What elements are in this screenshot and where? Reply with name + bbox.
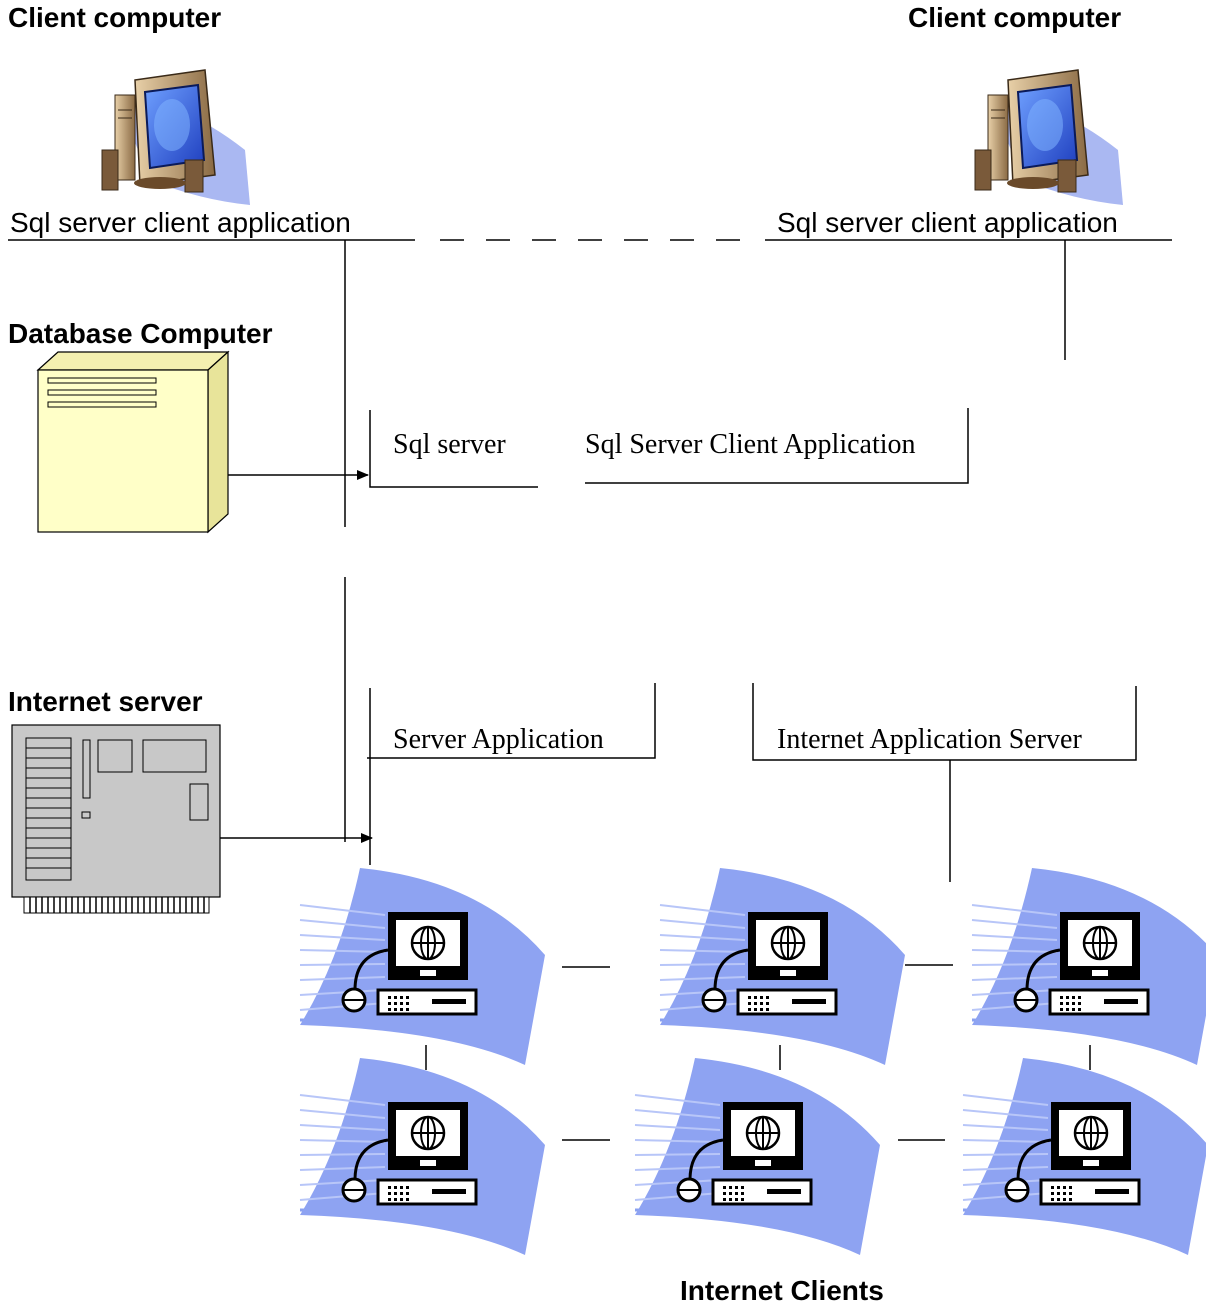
- sql-client-app-label-left: Sql server client application: [10, 207, 351, 238]
- sql-server-bracket: [369, 410, 538, 488]
- internet-client-icon: [298, 1056, 547, 1257]
- internet-client-icon: [961, 1056, 1206, 1257]
- sql-server-client-application-label: Sql Server Client Application: [585, 429, 916, 460]
- client-computer-icon-left: [101, 69, 251, 206]
- internet-clients-label: Internet Clients: [680, 1275, 884, 1306]
- internet-server-icon: [11, 724, 221, 914]
- client-connectors: [425, 964, 1091, 1141]
- internet-client-icon: [970, 866, 1206, 1067]
- server-application-label: Server Application: [393, 724, 604, 755]
- client-computer-icon-right: [974, 69, 1124, 206]
- database-computer-label: Database Computer: [8, 318, 273, 349]
- client-computer-label-left: Client computer: [8, 2, 222, 33]
- internet-server-label: Internet server: [8, 686, 203, 717]
- internet-client-icon: [633, 1056, 882, 1257]
- internet-application-server-label: Internet Application Server: [777, 724, 1082, 755]
- database-server-icon: [36, 350, 230, 534]
- internet-app-server-bracket: [752, 683, 1137, 761]
- internet-client-icon: [298, 866, 547, 1067]
- sql-server-label: Sql server: [393, 429, 506, 460]
- sql-client-app-label-right: Sql server client application: [777, 207, 1118, 238]
- internet-client-icon: [658, 866, 907, 1067]
- client-computer-label-right: Client computer: [908, 2, 1122, 33]
- server-app-bracket: [367, 683, 656, 759]
- sql-client-app-bracket: [585, 408, 969, 484]
